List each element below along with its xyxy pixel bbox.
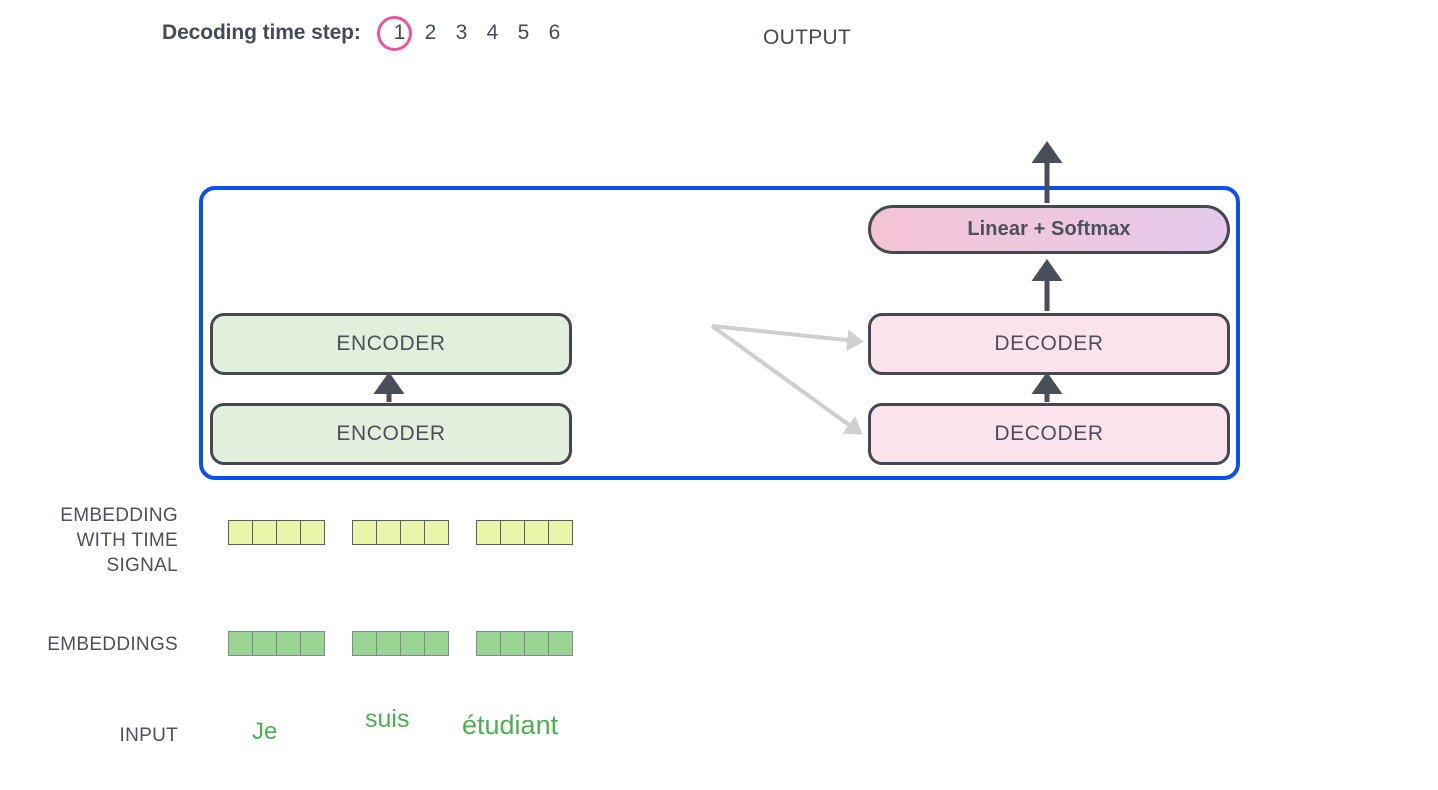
vector-cell <box>424 520 449 545</box>
vector-cell <box>376 631 401 656</box>
embedding-with-time-signal-label: EMBEDDING WITH TIME SIGNAL <box>0 503 178 578</box>
encoder-block-bottom[interactable]: ENCODER <box>210 403 572 465</box>
transformer-container <box>199 186 1240 480</box>
vector-cell <box>252 520 277 545</box>
timestep-5[interactable]: 5 <box>517 21 530 44</box>
vector-cell <box>228 520 253 545</box>
embeddings-label: EMBEDDINGS <box>47 634 178 655</box>
vector-cell <box>252 631 277 656</box>
vector-cell <box>500 520 525 545</box>
vector-cell <box>424 631 449 656</box>
timestep-3[interactable]: 3 <box>455 21 468 44</box>
input-token-je: Je <box>252 718 278 745</box>
timestep-6[interactable]: 6 <box>548 21 561 44</box>
vector-cell <box>300 631 325 656</box>
embedding-vector-je <box>228 631 325 656</box>
timestep-2[interactable]: 2 <box>424 21 437 44</box>
vector-cell <box>276 520 301 545</box>
vector-cell <box>352 631 377 656</box>
embedding-vector-suis <box>352 631 449 656</box>
linear-softmax-block[interactable]: Linear + Softmax <box>868 205 1230 254</box>
encoder-block-top[interactable]: ENCODER <box>210 313 572 375</box>
label-line-2: WITH TIME <box>76 530 178 551</box>
vector-cell <box>400 631 425 656</box>
vector-cell <box>300 520 325 545</box>
output-label: OUTPUT <box>763 26 852 49</box>
vector-cell <box>276 631 301 656</box>
vector-cell <box>352 520 377 545</box>
vector-cell <box>400 520 425 545</box>
decoder-block-bottom[interactable]: DECODER <box>868 403 1230 465</box>
decoding-time-step-label: Decoding time step: <box>162 21 361 44</box>
input-token-suis: suis <box>365 705 410 733</box>
active-timestep-highlight-circle <box>377 16 412 51</box>
time-signal-vector-suis <box>352 520 449 545</box>
vector-cell <box>476 520 501 545</box>
embedding-vector-etudiant <box>476 631 573 656</box>
vector-cell <box>476 631 501 656</box>
input-token-etudiant: étudiant <box>462 710 559 740</box>
label-line-3: SIGNAL <box>106 555 178 576</box>
vector-cell <box>376 520 401 545</box>
time-signal-vector-etudiant <box>476 520 573 545</box>
vector-cell <box>548 520 573 545</box>
input-label: INPUT <box>119 725 178 746</box>
vector-cell <box>228 631 253 656</box>
timestep-4[interactable]: 4 <box>486 21 499 44</box>
vector-cell <box>500 631 525 656</box>
vector-cell <box>524 520 549 545</box>
label-line-1: EMBEDDING <box>60 505 178 526</box>
vector-cell <box>548 631 573 656</box>
time-signal-vector-je <box>228 520 325 545</box>
vector-cell <box>524 631 549 656</box>
decoder-block-top[interactable]: DECODER <box>868 313 1230 375</box>
